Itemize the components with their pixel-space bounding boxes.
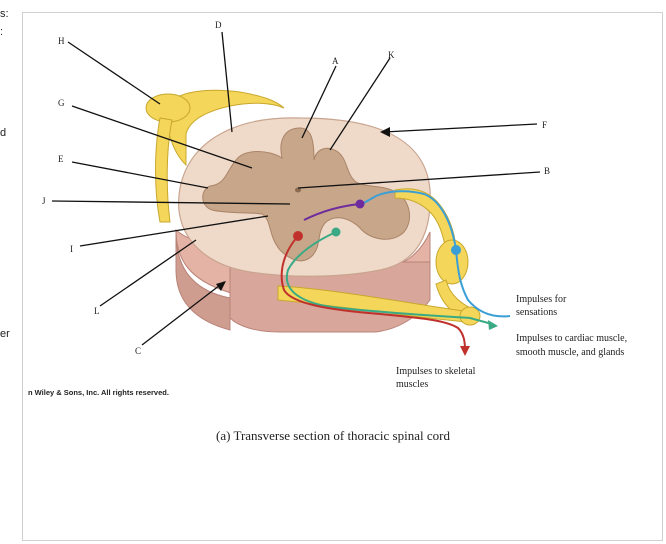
cardiac-text-1: Impulses to cardiac muscle, xyxy=(516,333,627,344)
motor-arrowhead xyxy=(460,346,470,356)
label-g: G xyxy=(58,98,65,108)
label-a: A xyxy=(332,56,339,66)
spinal-nerve-left xyxy=(155,117,173,223)
figure-caption: (a) Transverse section of thoracic spina… xyxy=(216,428,450,443)
figure-frame xyxy=(22,12,663,541)
label-k: K xyxy=(388,50,395,60)
central-canal xyxy=(295,187,301,193)
label-f: F xyxy=(542,120,547,130)
sensations-text-1: Impulses for xyxy=(516,294,567,305)
label-b: B xyxy=(544,166,550,176)
skeletal-text-1: Impulses to skeletal xyxy=(396,366,476,377)
side-fragment-4: er xyxy=(0,328,10,340)
label-l: L xyxy=(94,306,100,316)
cardiac-text-2: smooth muscle, and glands xyxy=(516,347,624,358)
autonomic-neuron-body xyxy=(331,227,341,237)
spinal-ganglion-left xyxy=(145,93,191,123)
nerve-end xyxy=(459,306,481,326)
label-c: C xyxy=(135,346,141,356)
sensory-neuron-body xyxy=(451,245,461,255)
f-arrowhead xyxy=(380,127,390,137)
sensations-text-2: sensations xyxy=(516,307,557,318)
gray-matter xyxy=(202,127,411,262)
label-h: H xyxy=(58,36,65,46)
label-d: D xyxy=(215,20,222,30)
interneuron-pathway xyxy=(303,203,361,221)
spinal-ganglion-right xyxy=(435,239,469,285)
leader-lines xyxy=(51,31,541,346)
motor-neuron-body xyxy=(293,231,303,241)
interneuron-body xyxy=(355,199,365,209)
label-j: J xyxy=(42,196,46,206)
label-e: E xyxy=(58,154,64,164)
c-arrowhead xyxy=(216,281,226,291)
side-fragment-1: s: xyxy=(0,8,9,20)
motor-pathway xyxy=(280,235,466,351)
side-fragment-2: : xyxy=(0,26,4,38)
label-i: I xyxy=(70,244,73,254)
autonomic-arrowhead xyxy=(488,320,498,330)
copyright-text: n Wiley & Sons, Inc. All rights reserved… xyxy=(28,388,169,397)
side-fragment-3: d xyxy=(0,127,7,139)
autonomic-pathway xyxy=(285,231,493,325)
skeletal-text-2: muscles xyxy=(396,379,428,390)
